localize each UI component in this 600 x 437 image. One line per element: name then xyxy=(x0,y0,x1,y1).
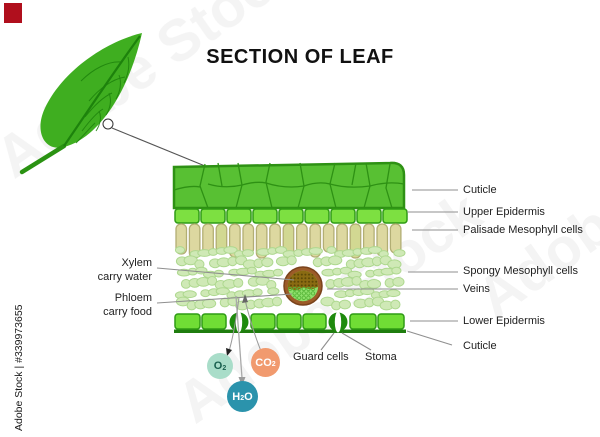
leaf-midrib xyxy=(63,35,141,147)
label-upper-epidermis: Upper Epidermis xyxy=(463,206,545,218)
cuticle-bottom-layer xyxy=(174,329,406,333)
adobe-stock-logo xyxy=(4,3,22,23)
label-spongy-mesophyll: Spongy Mesophyll cells xyxy=(463,265,578,277)
label-guard-cells: Guard cells xyxy=(293,351,349,363)
leader-lines xyxy=(156,189,458,351)
label-xylem: Xylem carry water xyxy=(62,257,152,284)
cuticle-top-layer xyxy=(172,161,406,210)
xylem-name: Xylem xyxy=(121,257,152,269)
stoma-right xyxy=(334,311,342,333)
leaf-illustration xyxy=(19,33,142,175)
h2o-text: H xyxy=(232,390,241,403)
label-veins: Veins xyxy=(463,283,490,295)
label-phloem: Phloem carry food xyxy=(62,292,152,319)
lower-epidermis-layer xyxy=(174,313,405,330)
co2-text: CO xyxy=(255,356,272,369)
co2-sub: 2 xyxy=(271,361,276,368)
connector-line xyxy=(111,127,206,167)
phloem-desc: carry food xyxy=(103,305,152,318)
page-title: SECTION OF LEAF xyxy=(206,46,394,68)
upper-epidermis-layer xyxy=(174,208,408,224)
o2-sub: 2 xyxy=(222,364,227,372)
label-cuticle-bottom: Cuticle xyxy=(463,340,497,352)
label-stoma: Stoma xyxy=(365,351,397,363)
magnifier-circle xyxy=(102,118,114,130)
o2-text: O xyxy=(213,360,223,372)
co2-arrow xyxy=(244,299,262,352)
spongy-mesophyll-layer xyxy=(174,246,406,311)
vein-circle xyxy=(283,266,323,306)
gas-exchange-arrows xyxy=(226,294,262,386)
watermark-text: Adobe Stock xyxy=(0,0,312,191)
label-lower-epidermis: Lower Epidermis xyxy=(463,315,545,327)
xylem-desc: carry water xyxy=(97,270,152,283)
phloem-name: Phloem xyxy=(114,292,152,304)
label-palisade-mesophyll: Palisade Mesophyll cells xyxy=(463,224,583,236)
label-cuticle-top: Cuticle xyxy=(463,184,497,196)
leaf-stem xyxy=(19,143,67,175)
h2o-post: O xyxy=(244,390,253,403)
o2-arrow xyxy=(228,297,240,352)
leaf-veins xyxy=(75,56,130,144)
h2o-sub: 2 xyxy=(240,395,245,402)
stock-id-text: Adobe Stock | #339973655 xyxy=(13,304,25,431)
